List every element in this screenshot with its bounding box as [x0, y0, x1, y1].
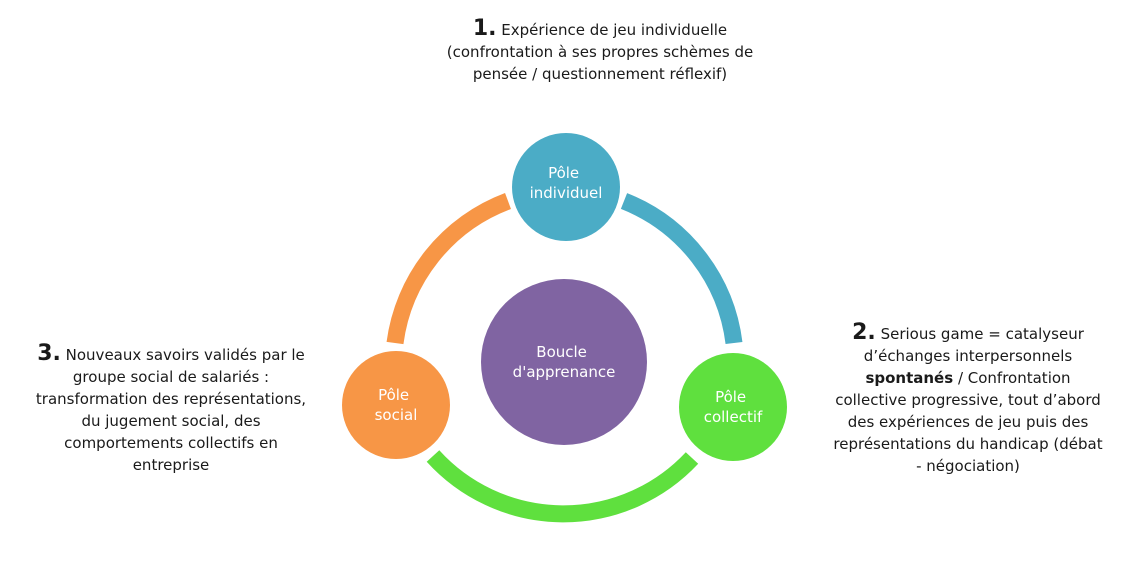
- description-social-line1: 3. Nouveaux savoirs validés par le: [10, 343, 332, 366]
- description-collectif-line4: collective progressive, tout d’abord: [835, 391, 1101, 409]
- label-pole-individuel-line1: Pôle: [548, 164, 579, 182]
- description-collectif-line1: 2. Serious game = catalyseur: [818, 322, 1118, 345]
- description-collectif-line2: d’échanges interpersonnels: [863, 347, 1073, 365]
- description-collectif-line3: spontanés / Confrontation: [818, 367, 1118, 389]
- description-collectif-line3-rest: / Confrontation: [957, 369, 1071, 387]
- step-number-1: 1.: [472, 16, 497, 41]
- label-pole-social: Pôle social: [375, 386, 418, 424]
- description-social-line5: comportements collectifs en: [64, 434, 278, 452]
- description-individuel-line2: (confrontation à ses propres schèmes de: [446, 43, 754, 61]
- description-collectif-line6: représentations du handicap (débat: [833, 435, 1103, 453]
- label-pole-individuel: Pôle individuel: [530, 164, 603, 202]
- label-pole-social-line1: Pôle: [378, 386, 409, 404]
- step-number-3: 3.: [37, 341, 61, 366]
- description-individuel-line3: pensée / questionnement réflexif): [472, 65, 728, 83]
- description-social-line4: du jugement social, des: [81, 412, 261, 430]
- description-social-line3: transformation des représentations,: [35, 390, 307, 408]
- label-pole-social-line2: social: [375, 406, 418, 424]
- label-boucle-apprenance: Boucle d'apprenance: [513, 343, 616, 381]
- step-number-2: 2.: [852, 320, 876, 345]
- description-collectif-bold: spontanés: [865, 369, 954, 387]
- label-pole-collectif-line2: collectif: [704, 408, 763, 426]
- label-boucle-line2: d'apprenance: [513, 363, 616, 381]
- arc-collectif-to-social: [426, 450, 699, 523]
- node-pole-social: [342, 351, 450, 459]
- label-pole-individuel-line2: individuel: [530, 184, 603, 202]
- arc-social-to-individuel: [386, 193, 512, 345]
- description-social-line2: groupe social de salariés :: [72, 368, 270, 386]
- node-pole-collectif: [679, 353, 787, 461]
- arc-individuel-to-collectif: [620, 193, 743, 345]
- label-pole-collectif: Pôle collectif: [704, 388, 763, 426]
- node-boucle-apprenance: [481, 279, 647, 445]
- description-social-title: Nouveaux savoirs validés par le: [65, 346, 305, 364]
- description-collectif-line7: - négociation): [916, 457, 1020, 475]
- description-individuel-title: Expérience de jeu individuelle: [501, 21, 728, 39]
- description-collectif: 2. Serious game = catalyseur d’échanges …: [818, 322, 1118, 477]
- description-social-line6: entreprise: [132, 456, 210, 474]
- description-social: 3. Nouveaux savoirs validés par le group…: [10, 343, 332, 476]
- description-collectif-line5: des expériences de jeu puis des: [847, 413, 1089, 431]
- description-collectif-title: Serious game = catalyseur: [880, 325, 1084, 343]
- description-individuel: 1. Expérience de jeu individuelle (confr…: [410, 18, 790, 85]
- description-individuel-line1: 1. Expérience de jeu individuelle: [410, 18, 790, 41]
- label-pole-collectif-line1: Pôle: [715, 388, 746, 406]
- label-boucle-line1: Boucle: [536, 343, 587, 361]
- node-pole-individuel: [512, 133, 620, 241]
